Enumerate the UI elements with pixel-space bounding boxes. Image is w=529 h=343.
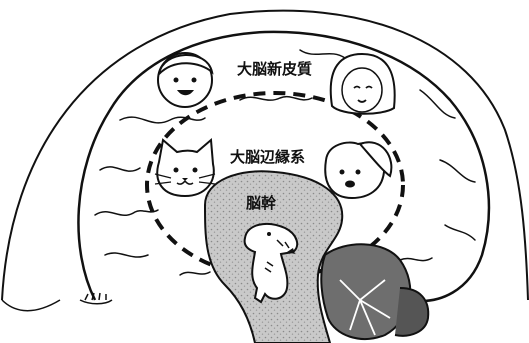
head-outline xyxy=(1,9,529,301)
dog-face-icon xyxy=(324,141,393,200)
dinosaur-icon xyxy=(243,222,299,304)
brainstem-label: 脳幹 xyxy=(246,194,277,212)
boy-face-icon xyxy=(157,52,214,108)
cat-face-icon xyxy=(154,137,216,198)
cortex-label: 大脳新皮質 xyxy=(234,61,316,78)
limbic-boundary xyxy=(145,91,405,279)
cerebellum-branches xyxy=(339,279,391,336)
brain-folds xyxy=(94,49,476,276)
face-profile xyxy=(1,299,61,312)
limbic-label: 大脳辺縁系 xyxy=(227,149,309,166)
woman-face-icon xyxy=(329,52,396,115)
eyelash-icon xyxy=(79,292,113,305)
cerebellum-shape xyxy=(320,243,412,340)
cerebellum-rings xyxy=(394,287,430,337)
